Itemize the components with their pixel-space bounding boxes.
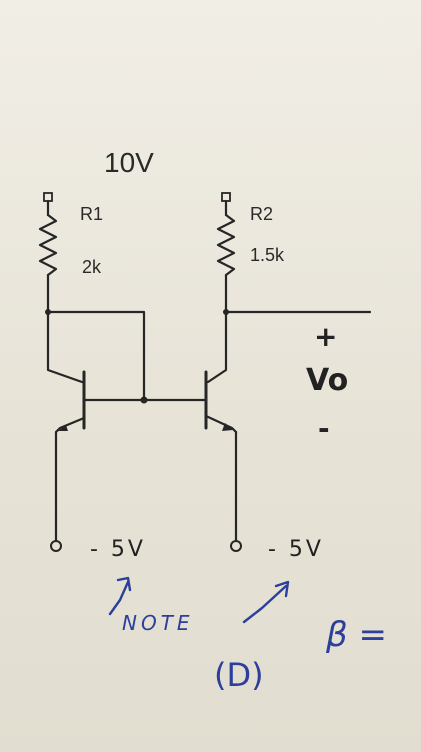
note-right-arrow-head: [274, 580, 290, 598]
r2-value-label: 1.5k: [250, 245, 285, 265]
q2-emitter-arrow: [222, 423, 233, 431]
left-emitter-terminal: [50, 540, 62, 552]
note-left-arrow-line: [108, 580, 130, 616]
note-label: NOTE: [122, 611, 194, 635]
q2-collector-lead: [206, 310, 228, 384]
note-reference-label: (D): [214, 656, 264, 694]
r1-name-label: R1: [80, 204, 103, 224]
right-emitter-terminal: [230, 540, 242, 552]
q1-collector-lead: [46, 310, 84, 384]
resistor-r1: [38, 213, 58, 277]
base-node: [140, 396, 148, 404]
beta-label: β =: [325, 615, 387, 655]
r2-name-label: R2: [250, 204, 273, 224]
q1-emitter-arrow: [58, 425, 68, 431]
left-emitter-supply-label: - 5V: [90, 537, 146, 562]
resistor-r2: [216, 213, 236, 277]
note-left-arrow-head: [116, 576, 132, 592]
q1-emitter-lead: [54, 416, 86, 434]
output-plus-sign: +: [314, 320, 337, 353]
r1-value-label: 2k: [82, 257, 102, 277]
supply-voltage-label: 10V: [104, 147, 154, 178]
right-emitter-supply-label: - 5V: [268, 537, 324, 562]
output-minus-sign: -: [318, 412, 330, 445]
left-supply-terminal: [43, 192, 53, 202]
diode-connection-wire: [46, 310, 146, 402]
q2-emitter-lead: [204, 414, 238, 434]
output-voltage-label: Vo: [306, 363, 348, 398]
note-right-arrow-line: [242, 584, 288, 624]
right-supply-terminal: [221, 192, 231, 202]
